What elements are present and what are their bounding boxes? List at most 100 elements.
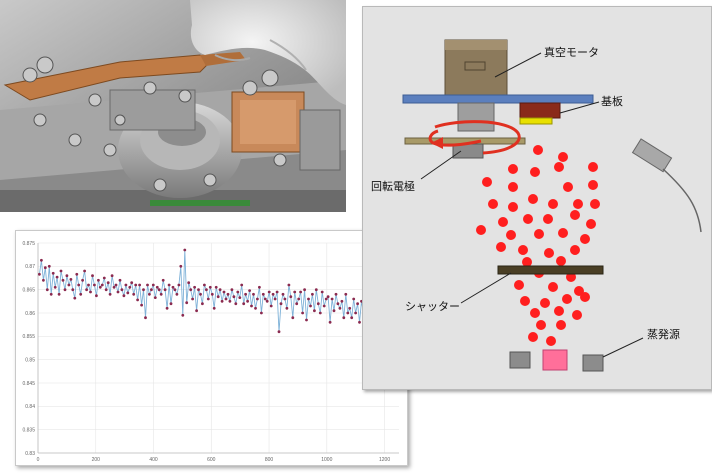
data-point	[57, 292, 61, 296]
data-point	[195, 309, 199, 313]
vapor-particle	[530, 308, 540, 318]
data-point	[191, 297, 195, 301]
data-point	[271, 292, 275, 296]
x-tick-label: 1200	[379, 457, 390, 463]
data-point	[59, 269, 63, 273]
data-point	[356, 302, 359, 306]
data-point	[179, 264, 183, 268]
data-point	[246, 299, 250, 303]
vapor-particle	[588, 162, 598, 172]
vapor-particle	[544, 248, 554, 258]
data-point	[354, 311, 357, 315]
data-point	[144, 316, 147, 320]
vacuum-motor-top	[445, 40, 507, 50]
deposition-diagram: 真空モータ 基板 回転電極 シャッター 蒸発源	[362, 6, 712, 390]
x-tick-label: 0	[37, 457, 40, 463]
data-point	[134, 283, 138, 287]
vapor-particle	[540, 298, 550, 308]
data-point	[112, 285, 116, 289]
data-point	[124, 283, 128, 287]
data-point	[45, 288, 49, 292]
data-point	[197, 288, 200, 292]
data-point	[226, 292, 230, 296]
data-point	[110, 274, 114, 278]
thickness-sensor	[631, 138, 673, 173]
vapor-particle	[580, 292, 590, 302]
data-point	[291, 316, 295, 320]
data-point	[79, 292, 83, 296]
data-point	[47, 264, 51, 268]
vapor-particle	[563, 182, 573, 192]
data-point	[265, 299, 269, 303]
data-point	[153, 296, 157, 299]
data-point	[293, 290, 297, 294]
data-point	[69, 278, 73, 281]
y-tick-label: 0.855	[22, 334, 35, 340]
vapor-particle	[543, 214, 553, 224]
data-point	[73, 296, 77, 300]
data-point	[275, 290, 279, 294]
data-point	[295, 302, 299, 306]
vapor-particle	[588, 180, 598, 190]
data-point	[260, 311, 263, 315]
data-point	[91, 274, 94, 278]
data-point	[140, 303, 143, 307]
data-point	[228, 299, 232, 303]
data-point	[263, 297, 267, 301]
data-point	[165, 306, 169, 310]
substrate-bar	[402, 94, 594, 104]
data-point	[358, 320, 361, 324]
y-tick-label: 0.865	[22, 287, 35, 293]
source-right	[582, 354, 604, 372]
data-point	[299, 290, 302, 294]
data-point	[171, 285, 175, 289]
data-point	[175, 292, 179, 296]
data-point	[205, 288, 208, 292]
vapor-particle	[558, 228, 568, 238]
data-point	[314, 288, 318, 292]
substrate	[519, 102, 561, 119]
data-point	[352, 297, 356, 301]
data-point	[322, 304, 326, 308]
data-point	[203, 283, 206, 287]
shutter	[497, 265, 604, 275]
data-point	[232, 295, 236, 299]
data-point	[234, 302, 238, 306]
data-point	[128, 285, 132, 289]
vapor-particle	[554, 162, 564, 172]
data-point	[320, 290, 324, 294]
data-point	[297, 297, 301, 301]
series-line	[38, 249, 404, 332]
sensor-cable	[662, 168, 702, 233]
vapor-particle	[530, 167, 540, 177]
data-point	[146, 283, 149, 287]
data-point	[222, 290, 226, 294]
data-point	[267, 290, 271, 294]
rotation-arrow	[434, 120, 521, 155]
data-point	[83, 269, 86, 273]
data-point	[283, 297, 287, 301]
data-point	[330, 297, 334, 301]
rotation-arrowhead	[431, 137, 443, 149]
data-point	[51, 271, 55, 275]
vapor-particle	[586, 219, 596, 229]
data-point	[250, 304, 253, 308]
data-point	[93, 283, 96, 287]
data-point	[187, 281, 191, 285]
data-point	[224, 297, 228, 301]
data-point	[75, 272, 79, 276]
vacuum-motor-window	[464, 61, 486, 71]
data-point	[43, 266, 47, 270]
data-point	[185, 301, 189, 305]
data-point	[220, 299, 224, 303]
data-point	[150, 288, 153, 292]
data-point	[212, 306, 216, 310]
data-point	[281, 292, 285, 296]
vapor-particle	[508, 202, 518, 212]
shutter-label: シャッター	[405, 300, 460, 313]
vapor-particle	[548, 282, 558, 292]
data-point	[116, 290, 120, 294]
vapor-particle	[522, 257, 532, 267]
y-tick-label: 0.83	[25, 451, 35, 457]
